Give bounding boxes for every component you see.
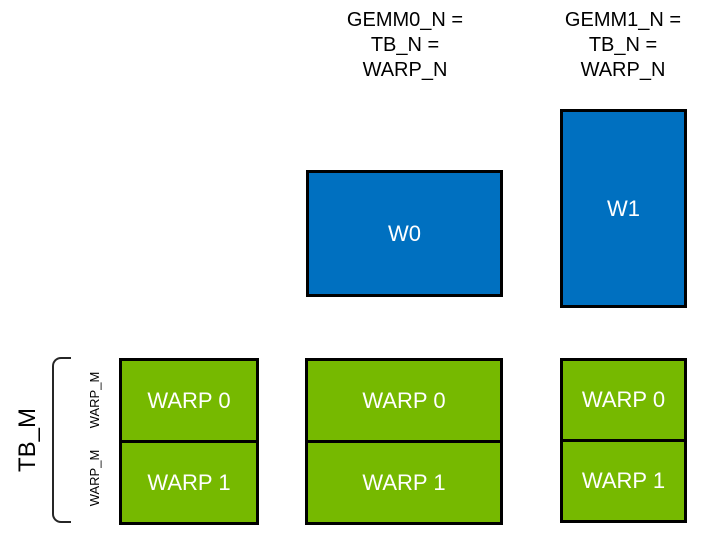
gemm0-warp-tile-w0: W0	[306, 170, 503, 297]
gemm1-header-line2: TB_N =	[588, 34, 658, 56]
gemm0-header: GEMM0_N = TB_N = WARP_N	[300, 8, 510, 83]
warp-column-left-warp0-cell: WARP 0	[122, 361, 256, 440]
tb-m-axis-label: TB_M	[14, 408, 41, 473]
gemm0-header-line1: GEMM0_N =	[346, 9, 464, 31]
gemm1-header: GEMM1_N = TB_N = WARP_N	[538, 8, 708, 83]
gemm0-header-line3: WARP_N	[362, 59, 448, 81]
gemm1-warp-tile-w1: W1	[560, 109, 687, 308]
warp-column-left: WARP 0 WARP 1	[119, 358, 259, 525]
warp-column-right-warp1-cell: WARP 1	[563, 439, 684, 520]
gemm0-header-line2: TB_N =	[370, 34, 440, 56]
warp-column-middle: WARP 0 WARP 1	[305, 358, 503, 525]
gemm1-header-line3: WARP_N	[580, 59, 666, 81]
warp-column-right: WARP 0 WARP 1	[560, 358, 687, 523]
tb-m-bracket	[52, 357, 71, 523]
warp-column-middle-warp1-cell: WARP 1	[308, 440, 500, 522]
warp-column-left-warp1-cell: WARP 1	[122, 440, 256, 522]
warp-column-middle-warp0-cell: WARP 0	[308, 361, 500, 440]
warp-m-label-row0: WARP_M	[87, 371, 102, 429]
warp-m-label-row1: WARP_M	[87, 449, 102, 507]
gemm1-header-line1: GEMM1_N =	[564, 9, 682, 31]
warp-column-right-warp0-cell: WARP 0	[563, 361, 684, 439]
